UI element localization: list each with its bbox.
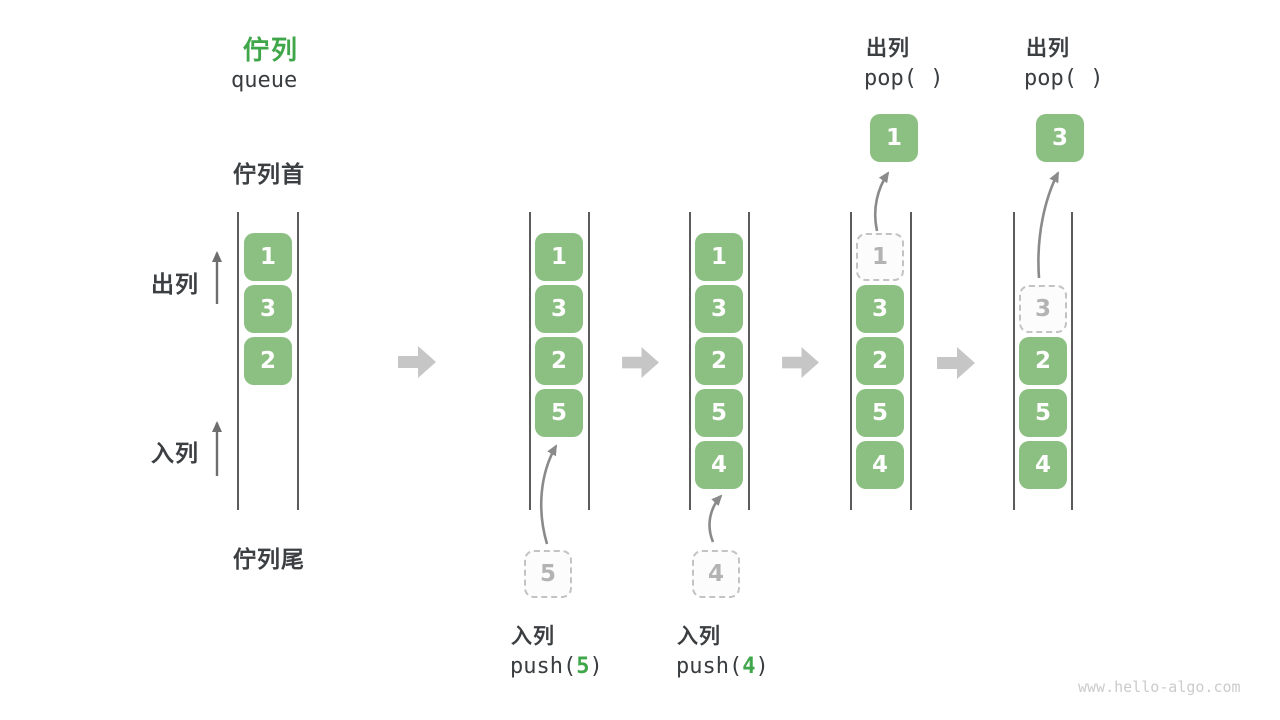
pop-arrow-icon <box>1037 171 1060 279</box>
queue-cell: 2 <box>856 337 904 385</box>
pop-arrow-icon <box>873 171 890 232</box>
push-code-label: push(5) <box>510 654 603 679</box>
diagram-title-zh: 佇列 <box>243 35 300 65</box>
pop-code-label: pop( ) <box>1024 66 1104 91</box>
queue-wall <box>529 212 531 510</box>
queue-cell: 1 <box>244 233 292 281</box>
step-arrow-icon <box>782 347 819 378</box>
queue-wall <box>748 212 750 510</box>
popped-cell: 3 <box>1036 114 1084 162</box>
queue-wall <box>1013 212 1015 510</box>
push-code-pre: push( <box>510 654 577 679</box>
enqueue-op-label: 入列 <box>677 625 721 648</box>
push-arrow-icon <box>539 444 558 545</box>
enqueue-arrow-icon <box>212 421 222 476</box>
queue-cell: 3 <box>856 285 904 333</box>
queue-head-label: 佇列首 <box>233 161 305 187</box>
pop-code-label: pop( ) <box>864 66 944 91</box>
step-arrow-icon <box>398 346 436 378</box>
queue-cell: 5 <box>695 389 743 437</box>
push-code-label: push(4) <box>676 654 769 679</box>
queue-cell: 4 <box>856 441 904 489</box>
push-code-arg: 4 <box>742 654 756 679</box>
ghost-cell: 3 <box>1019 285 1067 333</box>
push-arrow-icon <box>708 494 723 543</box>
queue-wall <box>297 212 299 510</box>
queue-cell: 2 <box>244 337 292 385</box>
queue-cell: 3 <box>535 285 583 333</box>
queue-cell: 5 <box>856 389 904 437</box>
queue-wall <box>850 212 852 510</box>
incoming-cell: 5 <box>524 550 572 598</box>
queue-cell: 1 <box>535 233 583 281</box>
incoming-cell: 4 <box>692 550 740 598</box>
queue-cell: 4 <box>695 441 743 489</box>
queue-cell: 5 <box>535 389 583 437</box>
dequeue-op-label: 出列 <box>866 37 910 60</box>
queue-wall <box>1071 212 1073 510</box>
enqueue-op-label: 入列 <box>511 625 555 648</box>
dequeue-op-label: 出列 <box>1026 37 1070 60</box>
queue-wall <box>588 212 590 510</box>
queue-cell: 2 <box>1019 337 1067 385</box>
queue-cell: 2 <box>695 337 743 385</box>
queue-cell: 2 <box>535 337 583 385</box>
queue-cell: 3 <box>244 285 292 333</box>
queue-tail-label: 佇列尾 <box>233 546 305 572</box>
dequeue-side-label: 出列 <box>151 271 199 297</box>
queue-cell: 1 <box>695 233 743 281</box>
push-code-post: ) <box>755 654 769 679</box>
diagram-title-en: queue <box>231 68 298 93</box>
queue-cell: 5 <box>1019 389 1067 437</box>
dequeue-arrow-icon <box>212 251 222 304</box>
step-arrow-icon <box>622 347 659 378</box>
step-arrow-icon <box>937 347 975 379</box>
popped-cell: 1 <box>870 114 918 162</box>
enqueue-side-label: 入列 <box>151 440 199 466</box>
queue-wall <box>237 212 239 510</box>
push-code-post: ) <box>589 654 603 679</box>
watermark: www.hello-algo.com <box>1078 678 1241 696</box>
push-code-arg: 5 <box>576 654 590 679</box>
queue-cell: 4 <box>1019 441 1067 489</box>
queue-wall <box>689 212 691 510</box>
queue-wall <box>910 212 912 510</box>
ghost-cell: 1 <box>856 233 904 281</box>
queue-cell: 3 <box>695 285 743 333</box>
push-code-pre: push( <box>676 654 743 679</box>
